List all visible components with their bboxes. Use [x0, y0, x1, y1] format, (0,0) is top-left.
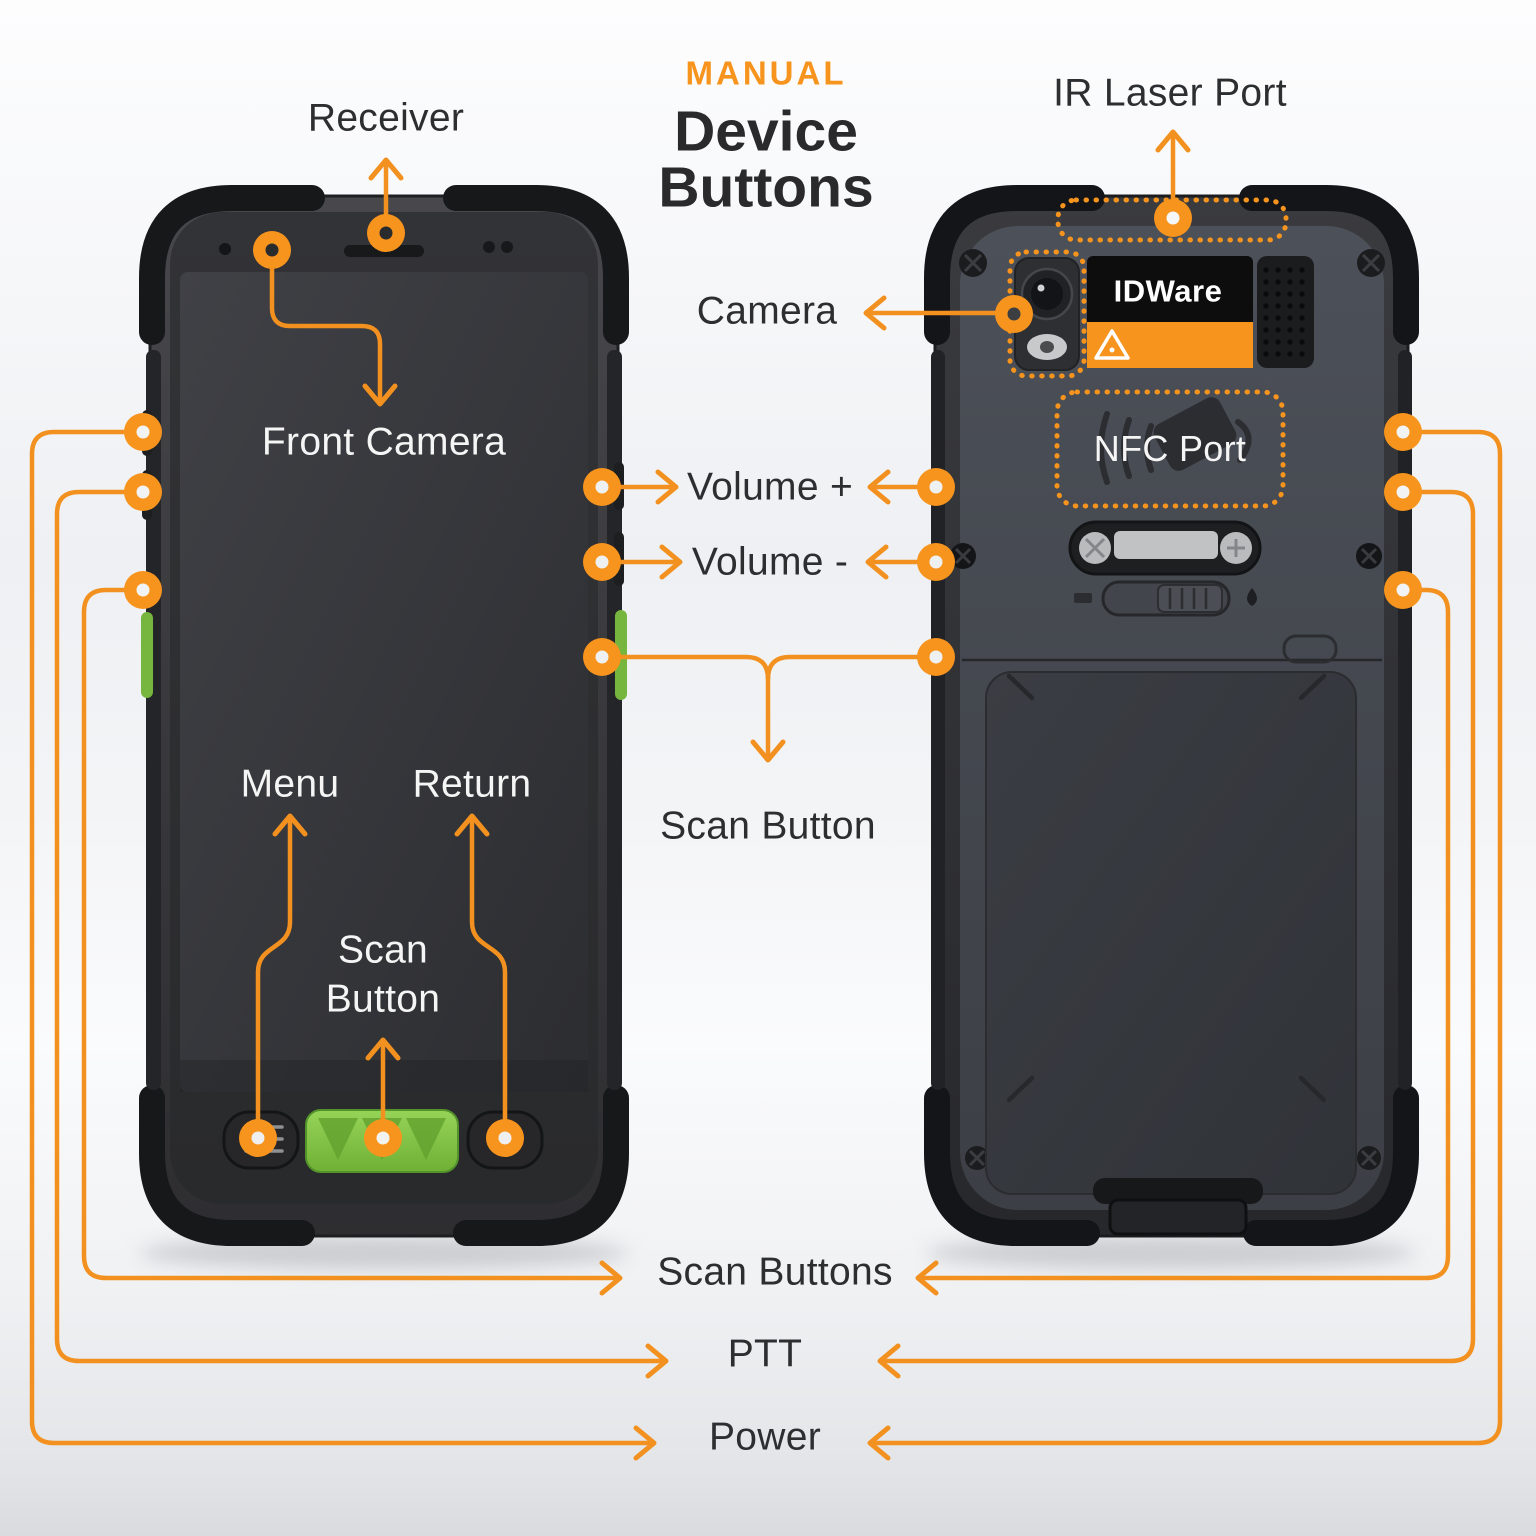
front-camera-icon — [219, 243, 231, 255]
label-scan-button: Scan Button — [660, 804, 876, 848]
leader-power-right — [873, 429, 1503, 1446]
label-camera: Camera — [696, 289, 838, 333]
arrow-icon — [365, 1037, 401, 1061]
label-return: Return — [412, 762, 532, 806]
label-power: Power — [708, 1415, 822, 1459]
label-ptt: PTT — [727, 1332, 803, 1376]
arrow-icon — [272, 813, 308, 837]
arrow-icon — [368, 157, 404, 181]
nfc-port-zone — [1054, 389, 1286, 509]
side-scan-button-left — [141, 612, 153, 698]
label-nfc-port: NFC Port — [1093, 428, 1247, 469]
leader-ptt-right — [883, 489, 1476, 1364]
bottom-connector — [1093, 1178, 1263, 1236]
battery-latch-icon — [1074, 580, 1257, 617]
label-scan-buttons: Scan Buttons — [657, 1250, 893, 1294]
arrow-icon — [867, 1425, 891, 1461]
arrow-icon — [750, 739, 786, 763]
leader-scan-buttons-left — [81, 587, 617, 1281]
label-volume-up: Volume + — [686, 465, 854, 509]
brand-label-plate — [1087, 256, 1253, 368]
corner-bumpers — [139, 185, 629, 1246]
leader-scan-buttons-right — [921, 587, 1451, 1281]
label-ir-laser-port: IR Laser Port — [1053, 71, 1287, 115]
label-receiver: Receiver — [307, 96, 465, 140]
ir-laser-port-zone — [1055, 197, 1289, 243]
leader-scan-right — [765, 654, 939, 682]
proximity-sensor-icon — [483, 241, 495, 253]
camera-zone — [1007, 249, 1087, 379]
manual-kicker: MANUAL — [685, 54, 847, 92]
left-rail — [146, 350, 161, 1090]
arrow-icon — [863, 295, 887, 331]
droplet-icon — [1247, 588, 1257, 606]
arrow-icon — [659, 544, 683, 580]
brand-label: IDWare — [1113, 273, 1223, 309]
leader-return — [469, 817, 508, 1137]
arrow-icon — [867, 469, 891, 505]
leader-menu — [255, 817, 293, 1137]
label-volume-down: Volume - — [691, 540, 849, 584]
arrow-icon — [915, 1260, 939, 1296]
back-device — [924, 185, 1419, 1246]
arrow-icon — [645, 1343, 669, 1379]
label-front-camera: Front Camera — [261, 420, 507, 464]
rear-camera-module — [1014, 257, 1080, 371]
marker-dot-icon — [124, 199, 1422, 1157]
strap-bar — [1068, 520, 1262, 576]
arrow-icon — [599, 1260, 623, 1296]
leader-power-left — [29, 429, 651, 1446]
nfc-wave-icon — [1098, 397, 1252, 485]
label-scan-onscreen-2: Button — [325, 977, 441, 1021]
arrow-icon — [454, 813, 490, 837]
corner-bumpers — [924, 185, 1419, 1246]
arrow-icon — [362, 383, 398, 407]
leader-ptt-left — [54, 489, 663, 1364]
arrow-icon — [1155, 129, 1191, 153]
arrow-icon — [655, 469, 679, 505]
nfc-zone — [1098, 397, 1252, 485]
arrow-icon — [877, 1343, 901, 1379]
battery-cover — [962, 634, 1382, 1195]
arrow-icon — [865, 544, 889, 580]
label-menu: Menu — [240, 762, 340, 806]
speaker-grille-icon — [1257, 256, 1314, 368]
page-title-line1: Device — [674, 99, 858, 164]
screw-icon — [950, 249, 1385, 1170]
arrow-icon — [633, 1425, 657, 1461]
annotation-lines — [29, 129, 1503, 1461]
proximity-sensor-icon — [501, 241, 513, 253]
right-rail — [607, 350, 622, 1090]
screen — [180, 272, 588, 1092]
label-scan-onscreen-1: Scan — [337, 928, 429, 972]
grip-slashes — [1006, 673, 1327, 1103]
laser-warning-triangle-icon — [1094, 329, 1130, 360]
page-title-line2: Buttons — [658, 155, 874, 220]
front-device — [139, 185, 629, 1246]
leader-front-camera — [269, 249, 383, 403]
